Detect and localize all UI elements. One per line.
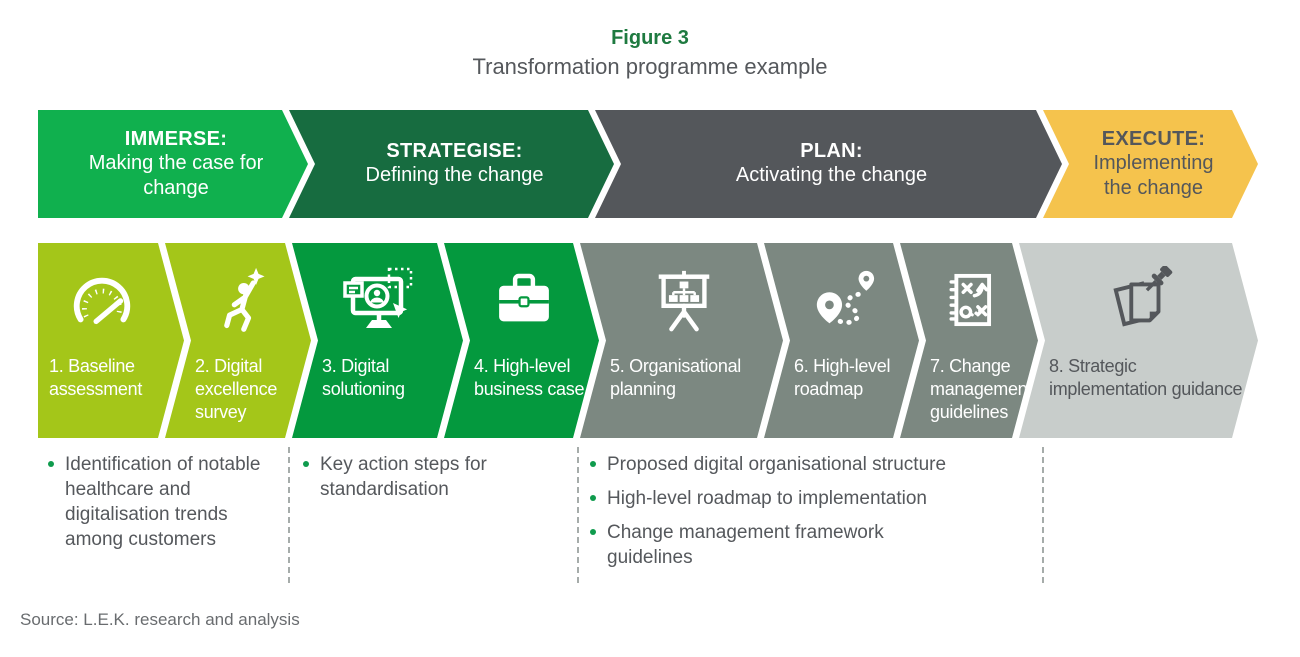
phase-chevron-execute: EXECUTE: Implementing the change [1043, 110, 1258, 218]
phase-chevron-immerse: IMMERSE: Making the case for change [38, 110, 308, 218]
step-chevron-5: 5. Organisational planning [580, 243, 783, 438]
bullet-icon [48, 461, 54, 467]
step-chevron-6: 6. High-level roadmap [764, 243, 919, 438]
bullet-icon [590, 495, 596, 501]
note-item: Change management framework guidelines [590, 520, 950, 570]
bullet-icon [590, 461, 596, 467]
gauge-icon [42, 257, 162, 343]
phase-row: IMMERSE: Making the case for change STRA… [0, 110, 1300, 218]
step-chevron-7: 7. Change management guidelines [900, 243, 1038, 438]
pinned-notes-icon [1045, 257, 1236, 343]
figure-label: Figure 3 [611, 27, 689, 49]
notes-column-plan: Proposed digital organisational structur… [590, 452, 950, 579]
step-row: 1. Baseline assessment 2. Digital excell… [0, 243, 1300, 438]
phase-description: Defining the change [365, 164, 544, 186]
step-label: 5. Organisational planning [610, 356, 741, 399]
note-item: Key action steps for standardisation [303, 452, 535, 502]
note-text: Identification of notable healthcare and… [65, 454, 261, 550]
phase-chevron-plan: PLAN: Activating the change [595, 110, 1062, 218]
step-chevron-8: 8. Strategic implementation guidance [1019, 243, 1258, 438]
figure-title: Transformation programme example [472, 54, 828, 79]
notes-column-immerse: Identification of notable healthcare and… [48, 452, 270, 561]
source-text: Source: L.E.K. research and analysis [20, 610, 300, 629]
note-text: Change management framework guidelines [607, 522, 884, 568]
note-text: High-level roadmap to implementation [607, 488, 927, 509]
step-chevron-2: 2. Digital excellence survey [165, 243, 311, 438]
org-chart-easel-icon [606, 257, 761, 343]
digital-monitor-icon [318, 257, 441, 343]
briefcase-icon [470, 257, 577, 343]
step-label: 1. Baseline assessment [49, 356, 143, 399]
phase-description: Making the case for change [88, 151, 264, 199]
step-label: 7. Change management guidelines [930, 356, 1033, 422]
note-item: Proposed digital organisational structur… [590, 452, 950, 477]
tactics-playbook-icon [926, 257, 1016, 343]
step-label: 6. High-level roadmap [794, 356, 891, 399]
step-label: 4. High-level business case [474, 356, 585, 399]
step-chevron-3: 3. Digital solutioning [292, 243, 463, 438]
step-chevron-4: 4. High-level business case [444, 243, 599, 438]
phase-description: Implementing the change [1093, 151, 1214, 199]
phase-name: PLAN: [800, 140, 863, 162]
route-pins-icon [790, 257, 897, 343]
notes-column-strategise: Key action steps for standardisation [303, 452, 535, 511]
bullet-icon [303, 461, 309, 467]
phase-name: IMMERSE: [124, 127, 228, 150]
phase-chevron-strategise: STRATEGISE: Defining the change [289, 110, 614, 218]
step-label: 8. Strategic implementation guidance [1049, 356, 1243, 399]
step-label: 2. Digital excellence survey [195, 356, 278, 422]
bullet-icon [590, 529, 596, 535]
phase-name: STRATEGISE: [386, 140, 523, 162]
notes-divider [577, 447, 579, 583]
notes-divider [288, 447, 290, 583]
step-chevron-1: 1. Baseline assessment [38, 243, 184, 438]
note-item: High-level roadmap to implementation [590, 486, 950, 511]
note-text: Key action steps for standardisation [320, 454, 487, 500]
notes-divider [1042, 447, 1044, 583]
note-text: Proposed digital organisational structur… [607, 454, 947, 475]
note-item: Identification of notable healthcare and… [48, 452, 270, 552]
leaping-person-star-icon [191, 257, 289, 343]
phase-name: EXECUTE: [1101, 127, 1206, 150]
phase-description: Activating the change [735, 164, 928, 186]
step-label: 3. Digital solutioning [322, 356, 405, 399]
